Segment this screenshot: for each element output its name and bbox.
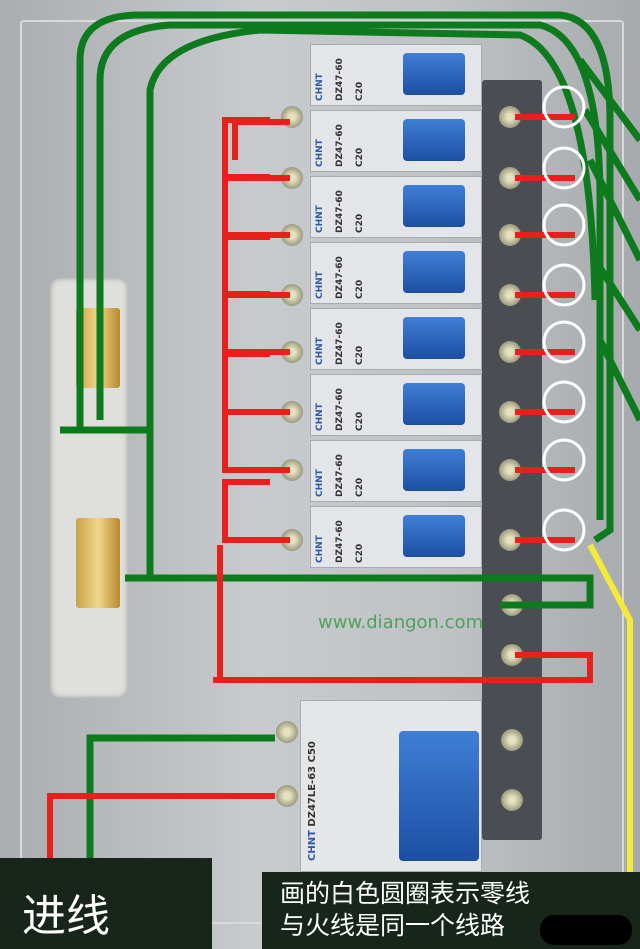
neutral-wires xyxy=(60,11,640,860)
arrow-line xyxy=(568,543,633,908)
live-wire xyxy=(222,409,290,473)
rcd-breaker: CHNT DZ47LE-63 C50 xyxy=(300,700,482,872)
live-wire xyxy=(222,351,290,415)
live-wire xyxy=(222,234,290,298)
neutral-circle xyxy=(542,263,586,307)
breaker-handle[interactable] xyxy=(403,515,465,557)
screw xyxy=(281,401,303,423)
screw xyxy=(281,341,303,363)
screw xyxy=(281,224,303,246)
screw xyxy=(276,785,298,807)
breaker-handle[interactable] xyxy=(403,383,465,425)
breaker-handle[interactable] xyxy=(403,317,465,359)
breaker-handle[interactable] xyxy=(403,251,465,293)
live-wire xyxy=(232,119,290,160)
live-wire xyxy=(222,291,290,355)
neutral-circle xyxy=(542,438,586,482)
screw xyxy=(281,529,303,551)
screw xyxy=(499,529,521,551)
screw xyxy=(499,224,521,246)
screw xyxy=(501,789,523,811)
rcd-handle[interactable] xyxy=(399,731,479,861)
screw xyxy=(276,721,298,743)
screw xyxy=(499,284,521,306)
neutral-busbar xyxy=(50,278,128,698)
live-wire xyxy=(222,174,290,238)
neutral-circle xyxy=(542,320,586,364)
watermark: www.diangon.com xyxy=(318,612,484,633)
screw xyxy=(501,644,523,666)
screw xyxy=(499,106,521,128)
breaker-handle[interactable] xyxy=(403,185,465,227)
screw xyxy=(499,341,521,363)
screw xyxy=(499,459,521,481)
neutral-circle xyxy=(542,85,586,129)
neutral-circle xyxy=(542,380,586,424)
breaker-handle[interactable] xyxy=(403,53,465,95)
screw xyxy=(281,284,303,306)
screw xyxy=(501,729,523,751)
neutral-circle xyxy=(542,146,586,190)
live-wire xyxy=(222,479,290,543)
redaction-bar xyxy=(540,915,632,945)
breaker-handle[interactable] xyxy=(403,119,465,161)
neutral-circle xyxy=(542,508,586,552)
brass-terminal xyxy=(76,518,120,608)
live-wires xyxy=(47,545,593,860)
neutral-circle xyxy=(542,203,586,247)
screw xyxy=(499,167,521,189)
screw xyxy=(281,167,303,189)
breaker-handle[interactable] xyxy=(403,449,465,491)
note-caption: 画的白色圆圈表示零线 与火线是同一个线路 xyxy=(262,872,640,949)
screw xyxy=(499,401,521,423)
incoming-caption: 进线 xyxy=(0,858,212,949)
screw xyxy=(281,459,303,481)
neutral-circles xyxy=(542,85,586,552)
